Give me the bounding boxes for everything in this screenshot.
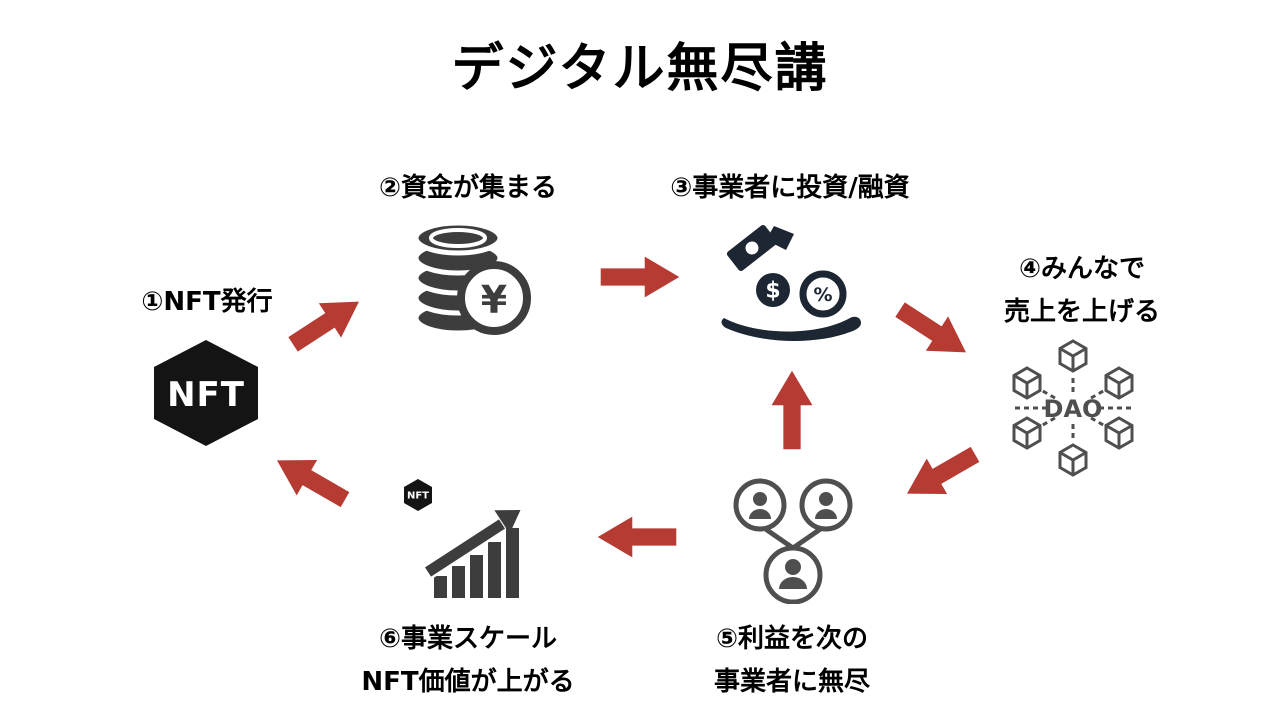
step-4-label: ④みんなで 売上を上げる xyxy=(1004,248,1160,334)
step-6-label: ⑥事業スケール NFT価値が上がる xyxy=(361,618,574,704)
step-4-label-line-2: 売上を上げる xyxy=(1003,297,1161,327)
nft-logo-text: NFT xyxy=(167,375,245,415)
step-3-label: ③事業者に投資/融資 xyxy=(670,173,910,203)
coin-stack-yen-icon: ¥ xyxy=(413,220,531,336)
dao-network-icon: DAO xyxy=(1012,339,1134,477)
nft-badge-text: NFT xyxy=(407,491,429,502)
percent-symbol-text: % xyxy=(813,284,832,306)
diagram-title: デジタル無尽講 xyxy=(451,39,829,99)
arrow-step3-to-step4 xyxy=(888,292,978,370)
dollar-symbol-text: $ xyxy=(765,279,780,304)
cupped-hand xyxy=(721,316,861,341)
step-4-label-line-1: ④みんなで xyxy=(1018,254,1146,284)
step-5-label-line-1: ⑤利益を次の xyxy=(715,624,869,654)
nft-growth-chart-icon: NFT xyxy=(404,479,521,598)
yen-symbol-text: ¥ xyxy=(481,278,507,322)
arrow-step4-to-step5 xyxy=(896,436,986,512)
nft-hexagon-icon: NFT xyxy=(154,340,258,446)
hand-top xyxy=(766,226,794,250)
dao-text: DAO xyxy=(1044,395,1103,423)
arrow-step1-to-step2 xyxy=(281,284,371,362)
people-network-icon xyxy=(733,478,853,604)
step-1-label: ①NFT発行 xyxy=(141,287,273,317)
step-2-label: ②資金が集まる xyxy=(378,173,558,203)
step-5-label-line-2: 事業者に無尽 xyxy=(713,667,871,697)
arrow-step5-to-step6 xyxy=(597,516,677,558)
arrow-step6-to-step1 xyxy=(266,442,356,518)
arrow-step2-to-step3 xyxy=(600,256,680,298)
hand-investment-icon: $ % xyxy=(721,224,861,341)
step-6-label-line-2: NFT価値が上がる xyxy=(361,667,575,697)
step-5-label: ⑤利益を次の 事業者に無尽 xyxy=(714,618,870,704)
arrow-step5-to-step3 xyxy=(771,370,813,450)
step-6-label-line-1: ⑥事業スケール xyxy=(378,624,558,654)
